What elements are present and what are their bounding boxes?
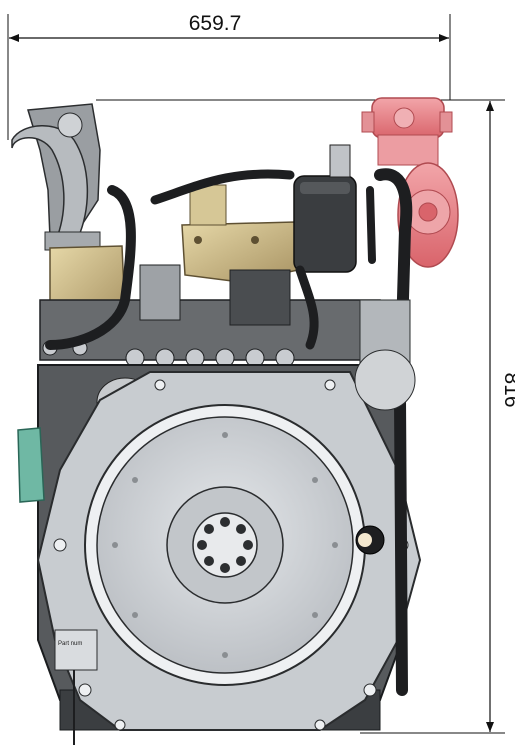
engine-assembly: Part num — [11, 97, 459, 745]
side-components — [354, 299, 416, 555]
part-plate-label: Part num — [58, 641, 82, 647]
hoses — [45, 168, 413, 696]
oil-separator — [293, 144, 357, 273]
flywheel — [84, 404, 366, 686]
width-label: 659.7 — [189, 12, 242, 35]
width-dimension: 659.7 — [7, 12, 451, 140]
air-compressor — [361, 97, 459, 268]
part-plate: Part num — [54, 629, 98, 745]
height-label: 816 — [500, 372, 515, 407]
turbocharger — [11, 103, 101, 251]
